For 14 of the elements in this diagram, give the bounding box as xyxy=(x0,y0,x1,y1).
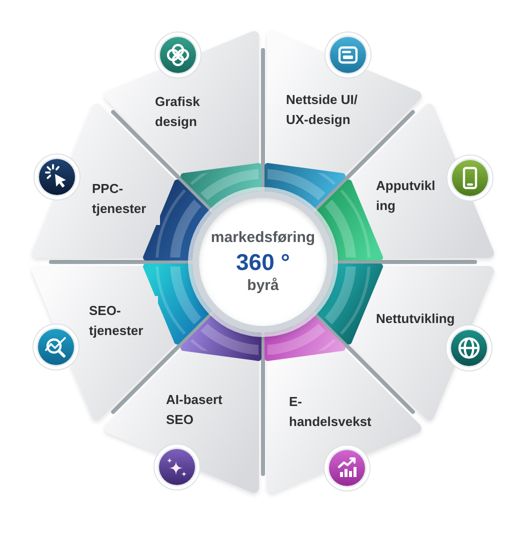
segment-label: Grafisk design xyxy=(155,93,201,131)
center-subtitle: byrå xyxy=(247,276,279,296)
segment-label: E- handelsvekst xyxy=(289,393,372,431)
center-title: markedsføring xyxy=(210,228,316,248)
center-number: 360 ° xyxy=(236,249,290,275)
segment-label: SEO- tjenester xyxy=(89,302,144,340)
segment-panel xyxy=(284,388,384,494)
segment-label: Apputvikl ing xyxy=(376,177,436,215)
segment-label: Nettside UI/ UX-design xyxy=(286,91,359,129)
segment-label: AI-basert SEO xyxy=(166,391,224,429)
segment-label: Nettutvikling xyxy=(376,310,456,328)
segment-label: PPC- tjenester xyxy=(92,180,148,218)
segment-panel xyxy=(30,296,158,374)
segment-panel xyxy=(374,153,496,222)
